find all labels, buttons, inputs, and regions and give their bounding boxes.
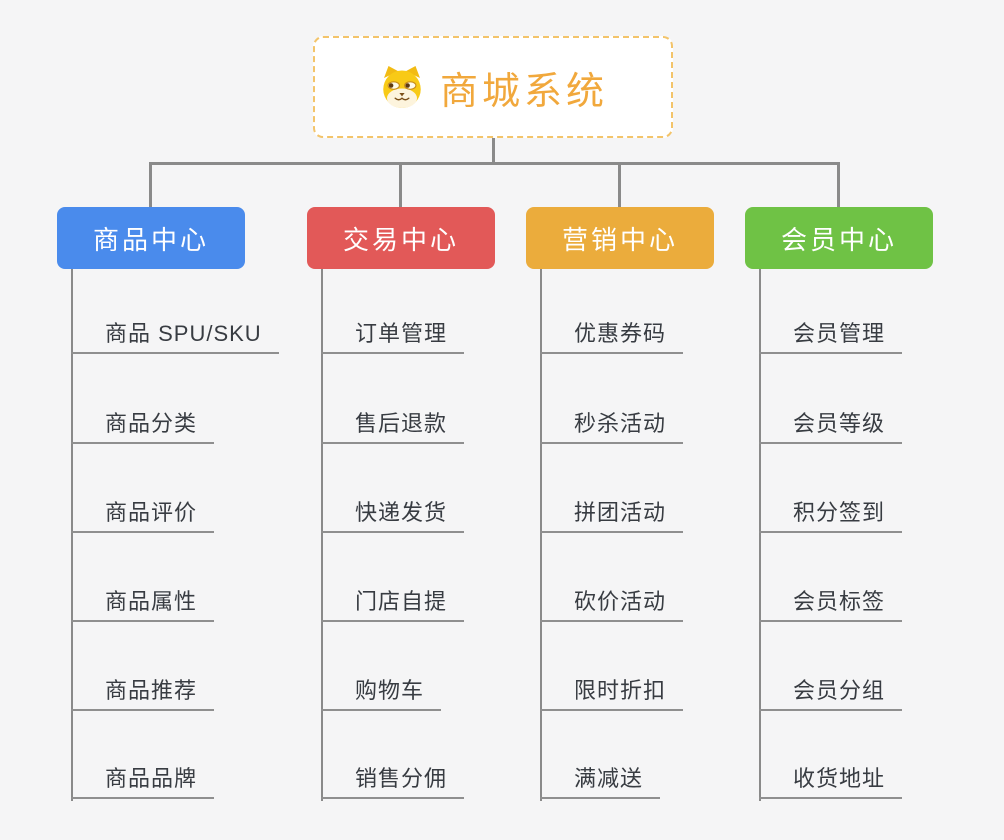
mindmap-item[interactable]: 满减送 <box>540 759 661 799</box>
mindmap-item[interactable]: 商品推荐 <box>71 671 215 711</box>
mindmap-item[interactable]: 限时折扣 <box>540 671 684 711</box>
shiba-dog-icon <box>383 66 421 108</box>
branch-label: 会员中心 <box>780 224 897 255</box>
branch-drop-connector <box>837 164 840 208</box>
mindmap-item[interactable]: 秒杀活动 <box>540 404 684 444</box>
branch-node-product[interactable]: 商品中心 <box>57 207 245 269</box>
mindmap-item[interactable]: 会员标签 <box>759 582 903 622</box>
column-connector <box>71 269 73 801</box>
mindmap-item[interactable]: 拼团活动 <box>540 493 684 533</box>
mindmap-item[interactable]: 商品品牌 <box>71 759 215 799</box>
mindmap-item[interactable]: 商品分类 <box>71 404 215 444</box>
branch-drop-connector <box>149 164 152 208</box>
branch-drop-connector <box>399 164 402 208</box>
mindmap-item[interactable]: 商品 SPU/SKU <box>71 314 279 354</box>
mindmap-item[interactable]: 快递发货 <box>321 493 465 533</box>
mindmap-item[interactable]: 订单管理 <box>321 314 465 354</box>
mindmap-item[interactable]: 购物车 <box>321 671 442 711</box>
root-stem-connector <box>492 138 495 163</box>
mindmap-item[interactable]: 积分签到 <box>759 493 903 533</box>
branch-label: 营销中心 <box>561 224 678 255</box>
root-title: 商城系统 <box>439 70 608 113</box>
branch-drop-connector <box>618 164 621 208</box>
mindmap-item[interactable]: 门店自提 <box>321 582 465 622</box>
column-connector <box>321 269 323 801</box>
mindmap-item[interactable]: 会员等级 <box>759 404 903 444</box>
branch-label: 交易中心 <box>342 224 459 255</box>
branch-node-trade[interactable]: 交易中心 <box>307 207 495 269</box>
mindmap-item[interactable]: 售后退款 <box>321 404 465 444</box>
column-connector <box>759 269 761 801</box>
branch-label: 商品中心 <box>92 224 209 255</box>
branch-node-member[interactable]: 会员中心 <box>745 207 933 269</box>
mindmap-item[interactable]: 商品评价 <box>71 493 215 533</box>
mindmap-item[interactable]: 销售分佣 <box>321 759 465 799</box>
mindmap-item[interactable]: 优惠券码 <box>540 314 684 354</box>
column-connector <box>540 269 542 801</box>
mindmap-item[interactable]: 会员管理 <box>759 314 903 354</box>
branch-bus-connector <box>149 162 840 165</box>
branch-node-marketing[interactable]: 营销中心 <box>526 207 714 269</box>
mindmap-item[interactable]: 商品属性 <box>71 582 215 622</box>
root-node[interactable]: 商城系统 <box>313 36 673 138</box>
mindmap-item[interactable]: 收货地址 <box>759 759 903 799</box>
mindmap-item[interactable]: 砍价活动 <box>540 582 684 622</box>
mindmap-item[interactable]: 会员分组 <box>759 671 903 711</box>
